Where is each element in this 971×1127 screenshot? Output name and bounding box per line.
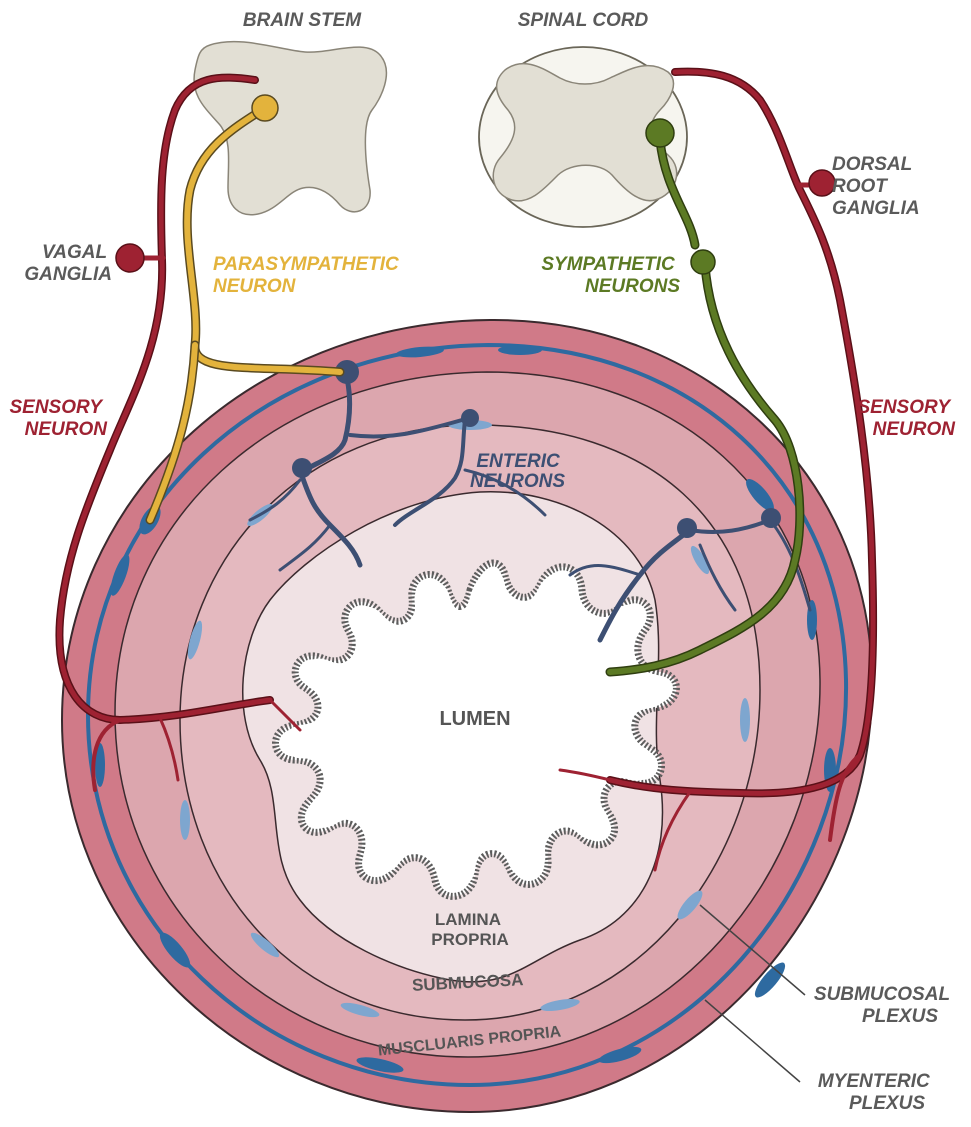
label-enteric-neurons: ENTERIC NEURONS [470,451,565,492]
label-dorsal-root-ganglia: DORSAL ROOT GANGLIA [832,154,920,219]
label-brain-stem: BRAIN STEM [243,10,362,31]
label-spinal-cord: SPINAL CORD [518,10,649,31]
enteric-neuron-soma [677,518,697,538]
label-lumen: LUMEN [439,708,510,730]
enteric-neuron-soma [292,458,312,478]
label-parasympathetic-neuron: PARASYMPATHETIC NEURON [213,254,404,297]
sympathetic-neuron-soma [646,119,674,147]
parasympathetic-neuron-soma [252,95,278,121]
sympathetic-neuron-soma [691,250,715,274]
label-sensory-neuron-left: SENSORY NEURON [9,397,108,440]
label-sensory-neuron-right: SENSORY NEURON [857,397,956,440]
label-myenteric-plexus: MYENTERIC PLEXUS [818,1071,935,1114]
label-vagal-ganglia: VAGAL GANGLIA [24,242,112,285]
enteric-neuron-soma [761,508,781,528]
enteric-neuron-soma [461,409,479,427]
vagal-ganglion [116,244,144,272]
label-sympathetic-neurons: SYMPATHETIC NEURONS [541,254,680,297]
brain-stem [194,42,386,215]
label-submucosal-plexus: SUBMUCOSAL PLEXUS [814,984,955,1027]
label-lamina-propria: LAMINA PROPRIA [431,910,508,949]
